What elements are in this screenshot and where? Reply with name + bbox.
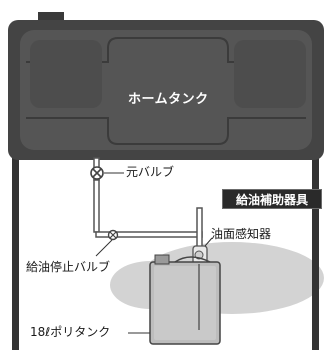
tank-panel-shade bbox=[30, 40, 102, 108]
level-sensor-leader bbox=[204, 237, 213, 247]
level-sensor-label: 油面感知器 bbox=[211, 227, 272, 241]
fuel-stop-valve-leader bbox=[95, 239, 113, 257]
pipe-down bbox=[93, 179, 100, 233]
tank-leg-right bbox=[312, 135, 319, 350]
poly-tank-label: 18ℓポリタンク bbox=[30, 325, 111, 339]
tank-leg-left bbox=[12, 135, 19, 350]
main-valve-icon bbox=[90, 166, 104, 180]
diagram-title: 給油補助器具 bbox=[222, 189, 322, 209]
tank-panel-groove bbox=[26, 37, 306, 63]
tank-panel-groove-2 bbox=[26, 117, 306, 145]
tank-panel-shade-2 bbox=[234, 40, 306, 108]
home-tank-label: ホームタンク bbox=[128, 92, 209, 107]
poly-tank-icon bbox=[149, 254, 221, 345]
fuel-stop-valve-label: 給油停止バルブ bbox=[26, 260, 111, 274]
fuel-stop-valve-icon bbox=[107, 229, 119, 241]
main-valve-label: 元バルブ bbox=[126, 165, 175, 179]
